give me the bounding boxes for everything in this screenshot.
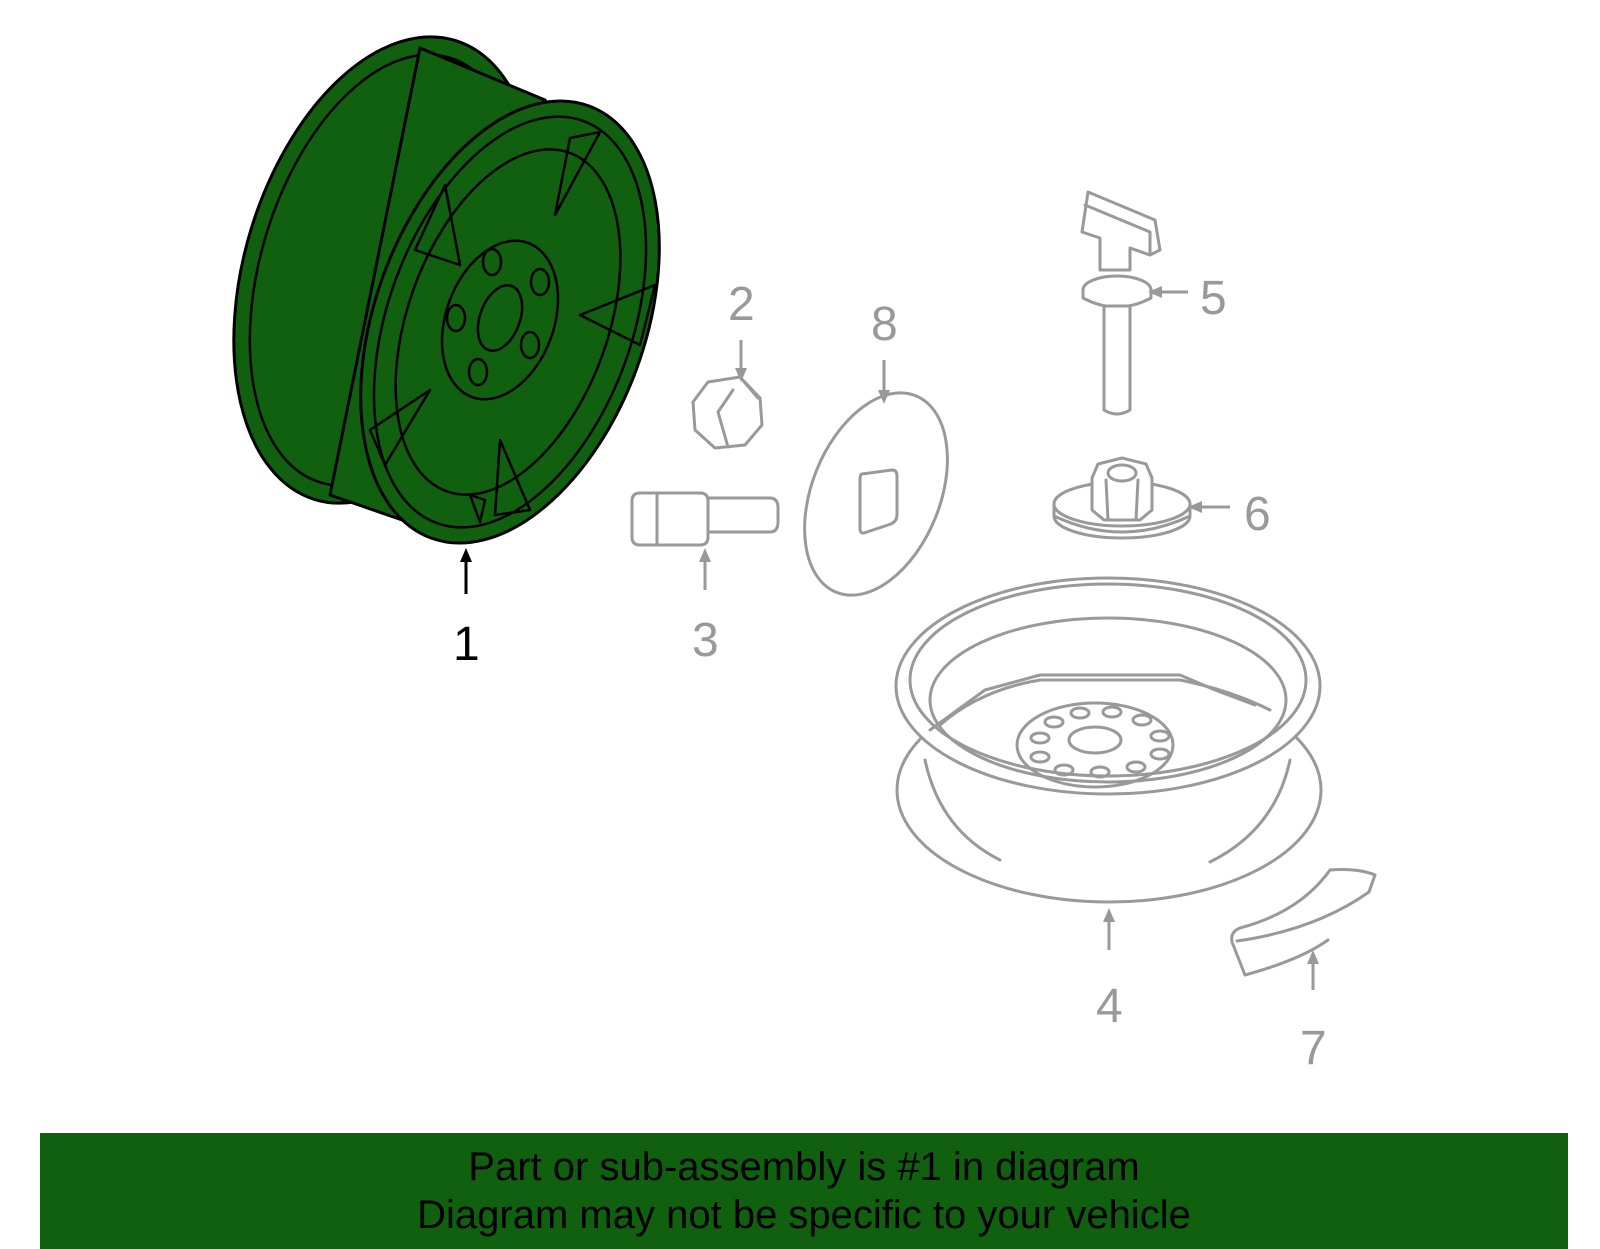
part-5-hold-down-bolt[interactable] (1080, 190, 1162, 416)
callout-5-arrow (1148, 286, 1188, 298)
spare-lug-hole (1149, 729, 1171, 743)
wheel-face-ring (394, 148, 622, 496)
spoke-cutout (553, 130, 602, 217)
callout-6[interactable]: 6 (1244, 488, 1271, 541)
part-7-pad[interactable] (1230, 868, 1377, 977)
callout-5[interactable]: 5 (1200, 272, 1227, 325)
callout-4[interactable]: 4 (1096, 980, 1123, 1033)
spare-well-edge (938, 678, 1272, 727)
callout-3[interactable]: 3 (692, 614, 719, 667)
spare-valley (928, 673, 1257, 732)
bolt-shaft (1102, 304, 1132, 416)
part-4-spare-wheel[interactable] (894, 576, 1323, 904)
bolt-wing-edge (1083, 203, 1152, 257)
callout-3-arrow (699, 548, 711, 590)
spare-center-bore (1067, 725, 1123, 755)
wheel-hub (440, 239, 560, 401)
part-3-wheel-stud[interactable] (630, 491, 780, 547)
callout-8-arrow (878, 360, 890, 404)
bolt-collar-ring (1081, 288, 1153, 309)
callout-7-arrow (1307, 950, 1319, 990)
spare-lug-hole (1029, 731, 1051, 745)
spare-lug-hole (1131, 713, 1153, 727)
banner-line-2: Diagram may not be specific to your vehi… (417, 1193, 1191, 1237)
spare-lug-hole (1101, 705, 1123, 719)
info-banner: Part or sub-assembly is #1 in diagram Di… (40, 1133, 1568, 1249)
spoke-cutout (368, 388, 432, 467)
spoke-cutout (413, 183, 462, 267)
lug-hole (519, 330, 541, 360)
spare-well (928, 616, 1288, 784)
banner-line-1: Part or sub-assembly is #1 in diagram (468, 1145, 1140, 1189)
stud-shank (706, 496, 780, 534)
spare-lug-hole (1149, 747, 1171, 761)
wheel-front-rim-lip (372, 115, 648, 529)
lug-hole (529, 267, 551, 297)
part-6-flange-nut[interactable] (1052, 456, 1192, 540)
spare-upper-rim (894, 576, 1322, 796)
callout-6-arrow (1188, 501, 1230, 513)
spoke-cutout (493, 438, 532, 517)
banner-background (40, 1133, 1568, 1249)
part-1-wheel[interactable] (181, 0, 716, 584)
nut-facets (1104, 478, 1140, 522)
wheel-center-bore (476, 284, 524, 352)
spoke-cutout (468, 493, 487, 524)
lug-hole (467, 357, 489, 387)
spare-barrel (923, 758, 1292, 864)
pad-body (1230, 868, 1377, 977)
part-2-lug-nut[interactable] (691, 375, 764, 450)
spare-lug-hole (1053, 763, 1075, 777)
lug-hole (481, 247, 503, 277)
lug-hole (445, 303, 467, 333)
callout-2-arrow (735, 340, 747, 382)
callout-2[interactable]: 2 (728, 278, 755, 331)
wheel-front-rim (359, 99, 661, 545)
callout-1[interactable]: 1 (453, 618, 480, 671)
spare-lug-hole (1069, 706, 1091, 720)
spare-lug-hole (1029, 750, 1051, 764)
spare-lug-hole (1125, 760, 1147, 774)
plate-disc (803, 391, 949, 597)
spare-lug-hole (1043, 715, 1065, 729)
plate-square-hole (858, 468, 899, 535)
callout-7[interactable]: 7 (1300, 1022, 1327, 1075)
lug-nut-facet (716, 375, 760, 449)
spoke-cutout (578, 283, 657, 347)
part-8-plate[interactable] (777, 372, 975, 617)
stud-head (630, 491, 710, 547)
callout-4-arrow (1103, 908, 1115, 950)
nut-bore (1106, 463, 1138, 483)
callout-1-arrow (460, 548, 472, 594)
callout-8[interactable]: 8 (871, 298, 898, 351)
spare-lug-hole (1089, 765, 1111, 779)
nut-hex-body (1090, 456, 1154, 522)
lug-nut-body (691, 375, 764, 450)
spare-hub (1015, 701, 1175, 789)
